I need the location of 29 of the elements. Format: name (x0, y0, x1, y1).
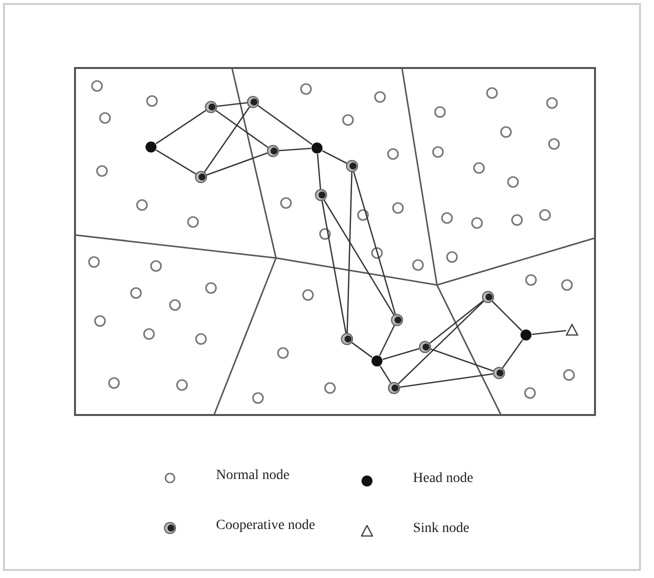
link-line (316, 154, 322, 190)
link-line (380, 366, 392, 384)
link-line (379, 325, 395, 356)
link-line (382, 348, 420, 360)
link-line (398, 300, 484, 384)
legend-label: Sink node (413, 521, 470, 537)
legend-label: Cooperative node (216, 518, 316, 534)
link-line (353, 172, 396, 314)
link-line (156, 150, 196, 174)
link-line (430, 348, 494, 372)
link-line (324, 200, 394, 316)
link-line (258, 104, 312, 146)
link-line (502, 340, 524, 368)
link-line (351, 342, 373, 358)
link-line (321, 200, 347, 334)
legend-label: Normal node (216, 468, 290, 484)
link-line (532, 330, 566, 335)
link-line (156, 110, 206, 144)
link-line (216, 110, 268, 148)
link-line (322, 150, 347, 164)
link-line (400, 373, 494, 388)
link-line (216, 102, 248, 107)
link-line (346, 172, 352, 334)
link-line (206, 152, 268, 176)
link-line (204, 106, 250, 172)
link-line (278, 148, 312, 152)
link-line (429, 300, 484, 344)
link-line (492, 300, 522, 332)
legend-label: Head node (413, 471, 474, 487)
